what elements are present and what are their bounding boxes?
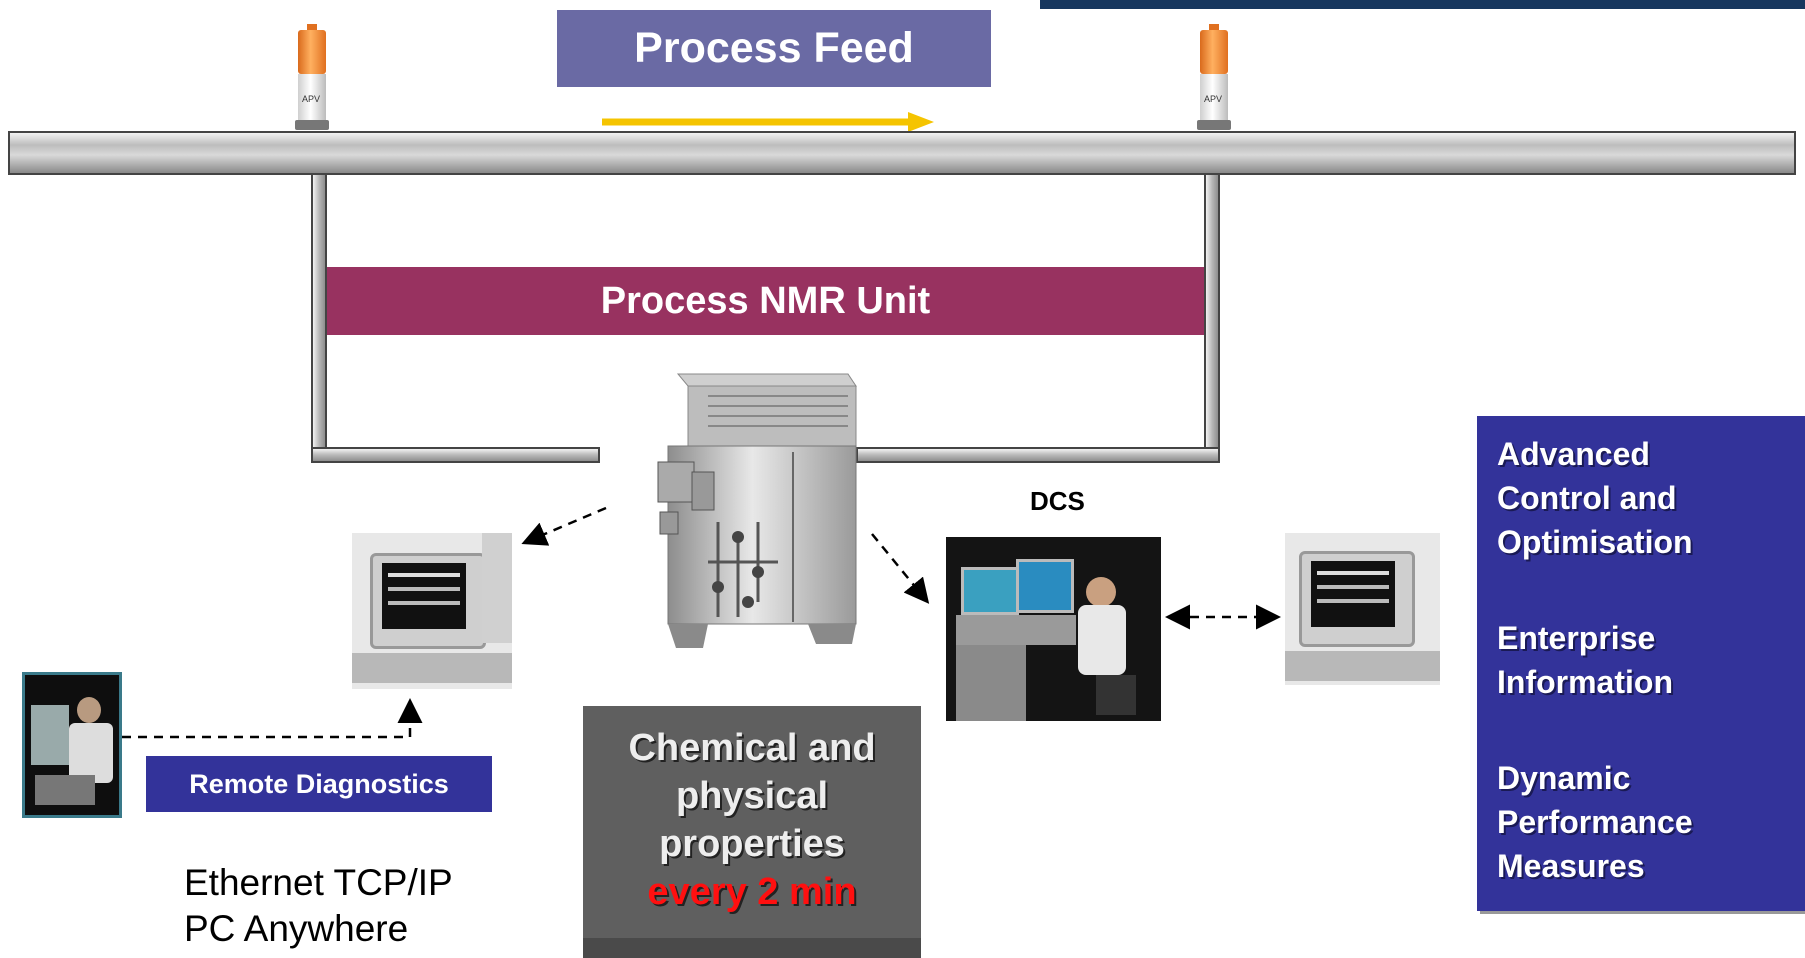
beacon-right: APV xyxy=(1197,24,1231,130)
remote-diagnostics-label: Remote Diagnostics xyxy=(146,756,492,812)
sample-pipe-outlet xyxy=(856,447,1220,463)
outputs-box: Advanced Control and Optimisation Enterp… xyxy=(1477,416,1805,911)
properties-line-2: physical xyxy=(675,775,829,817)
properties-box-base xyxy=(583,938,921,958)
nmr-unit-label: Process NMR Unit xyxy=(327,267,1204,335)
output-performance-measures: Dynamic Performance Measures xyxy=(1497,760,1693,884)
remote-operator-photo xyxy=(22,672,122,818)
enterprise-pc-photo xyxy=(1285,533,1440,685)
beacon-brand: APV xyxy=(1204,94,1223,104)
output-enterprise-info: Enterprise Information xyxy=(1497,620,1673,700)
local-pc-photo xyxy=(352,533,512,689)
nmr-analyzer-cabinet xyxy=(657,373,857,648)
properties-line-3: properties xyxy=(659,823,845,865)
beacon-left: APV xyxy=(295,24,329,130)
properties-line-1: Chemical and xyxy=(628,727,876,769)
properties-frequency: every 2 min xyxy=(647,871,857,913)
properties-box: Chemical and physical properties every 2… xyxy=(583,706,921,958)
output-advanced-control: Advanced Control and Optimisation xyxy=(1497,436,1693,560)
dcs-control-room-photo xyxy=(946,537,1161,721)
dcs-label: DCS xyxy=(1030,486,1085,516)
connection-line-2: PC Anywhere xyxy=(184,908,409,949)
process-feed-label: Process Feed xyxy=(557,10,991,87)
header-bar xyxy=(1040,0,1805,9)
connection-line-1: Ethernet TCP/IP xyxy=(184,862,453,903)
process-pipe xyxy=(8,131,1796,175)
beacon-brand: APV xyxy=(302,94,321,104)
flow-arrow-icon xyxy=(602,112,934,132)
sample-pipe-inlet xyxy=(311,447,600,463)
